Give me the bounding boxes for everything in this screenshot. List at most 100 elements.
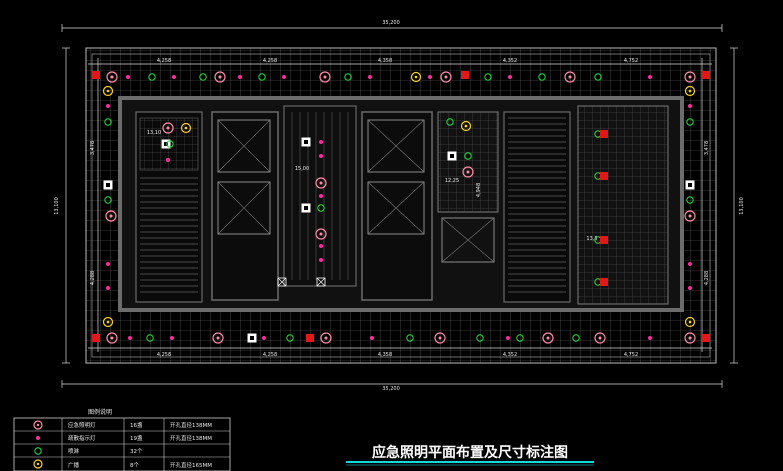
exit-sign-dot-icon <box>368 75 372 79</box>
dim-bottom-total: 35,200 <box>382 386 400 392</box>
sprinkler-icon <box>146 334 154 342</box>
sprinkler-icon <box>199 73 207 81</box>
dim-left-seg-1: 3,478 <box>90 141 96 155</box>
emergency-light-icon <box>315 177 327 189</box>
exit-sign-dot-icon <box>106 286 110 290</box>
exit-sign-dot-icon <box>106 262 110 266</box>
cross-box-icon <box>277 277 287 287</box>
legend-qty-2: 32个 <box>130 448 143 455</box>
sprinkler-icon <box>516 334 524 342</box>
dim-inner-4: 4,948 <box>476 183 482 197</box>
exit-box-icon <box>92 334 100 342</box>
exit-box-icon <box>600 236 608 244</box>
dim-bottom-seg-1: 4,258 <box>157 352 171 358</box>
dim-bottom-seg-3: 4,358 <box>378 352 392 358</box>
sprinkler-icon <box>464 152 472 160</box>
emergency-light-icon <box>564 71 576 83</box>
exit-sign-dot-icon <box>282 75 286 79</box>
restroom-zone <box>577 105 669 305</box>
emergency-light-icon <box>462 166 474 178</box>
sprinkler-icon <box>446 118 454 126</box>
sprinkler-icon <box>406 334 414 342</box>
exit-sign-dot-icon <box>319 194 323 198</box>
emergency-light-icon <box>542 332 554 344</box>
exit-sign-dot-icon <box>688 104 692 108</box>
dim-bottom-seg-5: 4,752 <box>624 352 638 358</box>
fixture-symbols <box>92 71 710 344</box>
exit-sign-dot-icon <box>428 75 432 79</box>
dim-top-seg-2: 4,258 <box>263 58 277 64</box>
exit-sign-dot-icon <box>370 336 374 340</box>
sprinkler-icon <box>484 73 492 81</box>
legend-note-3: 开孔直径165MM <box>170 461 212 469</box>
emergency-light-icon <box>684 332 696 344</box>
dim-left-seg-2: 4,288 <box>90 271 96 285</box>
exit-sign-dot-icon <box>688 286 692 290</box>
exit-box-icon <box>600 172 608 180</box>
dim-top-total: 35,200 <box>382 20 400 26</box>
dim-left-total: 13,100 <box>54 197 60 215</box>
elevator-shafts-left <box>211 111 279 301</box>
exit-sign-dot-icon <box>106 104 110 108</box>
emergency-light-icon <box>106 71 118 83</box>
exit-sign-dot-icon <box>166 158 170 162</box>
sprinkler-icon <box>104 118 112 126</box>
exit-sign-dot-icon <box>319 140 323 144</box>
yellow-ring-icon <box>33 459 43 469</box>
dim-right-total: 13,100 <box>739 197 745 215</box>
exit-box-icon <box>600 130 608 138</box>
exit-box-icon <box>702 334 710 342</box>
dimension-lines <box>61 24 738 388</box>
right-stair <box>503 111 571 303</box>
exit-sign-dot-icon <box>508 75 512 79</box>
legend-note-1: 开孔直径138MM <box>170 434 212 442</box>
exit-sign-dot-icon <box>170 336 174 340</box>
legend-table: 图例说明 应急照明灯 16盏 开孔直径138MM 疏散指示灯 19盏 开孔直径1… <box>13 408 231 471</box>
sprinkler-icon <box>594 73 602 81</box>
sprinkler-icon <box>686 196 694 204</box>
exit-box-icon <box>92 71 100 79</box>
emergency-light-icon <box>162 122 174 134</box>
emergency-light-icon <box>320 332 332 344</box>
drawing-title: 应急照明平面布置及尺寸标注图 <box>372 444 568 461</box>
sprinkler-icon <box>286 334 294 342</box>
pink-ring-icon <box>33 420 43 430</box>
legend-heading: 图例说明 <box>88 408 112 416</box>
sprinkler-icon <box>104 196 112 204</box>
speaker-icon <box>684 316 696 328</box>
dim-bottom-seg-2: 4,258 <box>263 352 277 358</box>
dim-right-seg-1: 3,478 <box>704 141 710 155</box>
legend-name-3: 广播 <box>68 461 80 469</box>
sprinkler-icon <box>148 73 156 81</box>
legend-qty-3: 8个 <box>130 462 139 469</box>
exit-sign-dot-icon <box>172 75 176 79</box>
sprinkler-icon <box>166 140 174 148</box>
exit-sign-dot-icon <box>648 75 652 79</box>
sprinkler-icon <box>258 73 266 81</box>
emergency-light-icon <box>212 332 224 344</box>
dim-top-seg-3: 4,358 <box>378 58 392 64</box>
exit-sign-dot-icon <box>688 262 692 266</box>
speaker-icon <box>102 85 114 97</box>
emergency-light-icon <box>214 71 226 83</box>
emergency-light-icon <box>106 332 118 344</box>
speaker-icon <box>460 120 472 132</box>
dim-top-seg-5: 4,752 <box>624 58 638 64</box>
exit-box-icon <box>702 71 710 79</box>
sprinkler-icon <box>344 73 352 81</box>
exit-sign-dot-icon <box>238 75 242 79</box>
sprinkler-icon <box>686 118 694 126</box>
exit-box-icon <box>461 71 469 79</box>
legend-qty-1: 19盏 <box>130 434 143 442</box>
legend-name-2: 喷淋 <box>68 447 80 455</box>
emergency-light-icon <box>319 71 331 83</box>
exit-box-icon <box>600 278 608 286</box>
exit-sign-dot-icon <box>126 75 130 79</box>
exit-sign-dot-icon <box>262 336 266 340</box>
exit-sign-dot-icon <box>319 154 323 158</box>
speaker-icon <box>180 122 192 134</box>
speaker-icon <box>102 316 114 328</box>
emergency-light-icon <box>684 210 696 222</box>
exit-sign-dot-icon <box>319 258 323 262</box>
